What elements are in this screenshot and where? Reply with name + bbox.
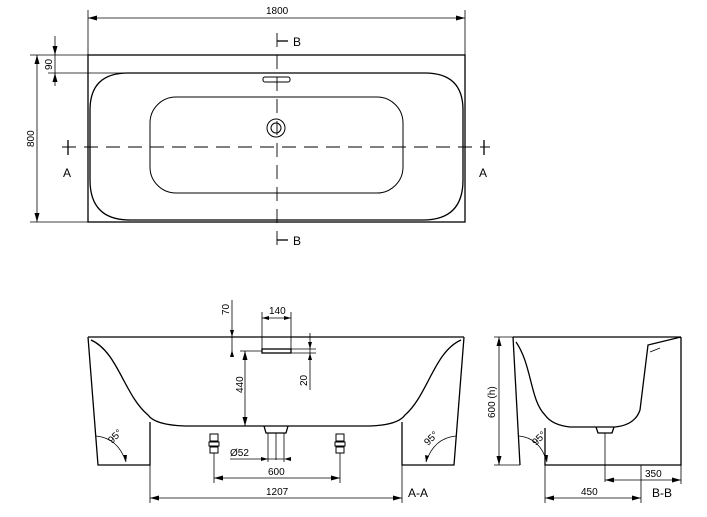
section-a-right-label: A [479,166,487,180]
overflow-outlet [262,76,291,83]
bb-drain [595,426,615,434]
aa-inner-basin [90,339,462,427]
aa-drain [263,425,289,434]
aa-angle-left-label: 95° [106,428,124,446]
aa-left-outer-wall [87,336,151,466]
dim-overflow-top-label: 70 [221,303,232,315]
dim-width-label: 800 [26,130,37,147]
drain-inner-circle [270,122,282,134]
aa-foot-right [334,433,346,454]
tub-bottom-outline [149,96,404,194]
aa-overflow [261,348,292,354]
dim-rim-label: 90 [44,58,55,70]
dim-depth-overflow-label: 440 [235,376,246,393]
section-b-top-label: B [293,35,301,49]
dim-overflow-height-label: 20 [299,374,310,386]
section-aa-label: A-A [408,486,428,500]
dim-bb-bottom-depth-label: 450 [581,487,598,498]
dim-overflow-width-label: 140 [269,306,286,317]
section-bb-label: B-B [652,486,672,500]
dim-bottom-length-label: 1207 [266,487,289,498]
bb-back-wall [512,336,521,466]
drain-outer-circle [266,118,286,138]
section-b-bottom-label: B [293,234,301,248]
dim-bb-height-label: 600 (h) [487,386,498,418]
bb-inner-basin [515,336,682,428]
bb-front-wall [544,337,682,466]
dim-length-label: 1800 [266,6,289,17]
aa-angle-right-label: 95° [422,430,440,448]
top-view: B B A A 1800 800 90 [26,6,490,248]
tub-basin-outline [89,72,464,221]
section-bb-view: 600 (h) 350 450 95° B-B [487,336,682,503]
section-aa-view: 140 70 440 20 Ø52 [87,300,465,503]
tub-outer-rim [87,54,466,223]
section-a-left-label: A [63,166,71,180]
dim-feet-spacing-label: 600 [268,467,285,478]
aa-foot-left [208,433,220,454]
bb-angle-label: 95° [530,430,548,448]
dim-bb-drain-offset-label: 350 [645,469,662,480]
aa-right-outer-wall [401,336,465,466]
dim-drain-label: Ø52 [230,448,249,459]
